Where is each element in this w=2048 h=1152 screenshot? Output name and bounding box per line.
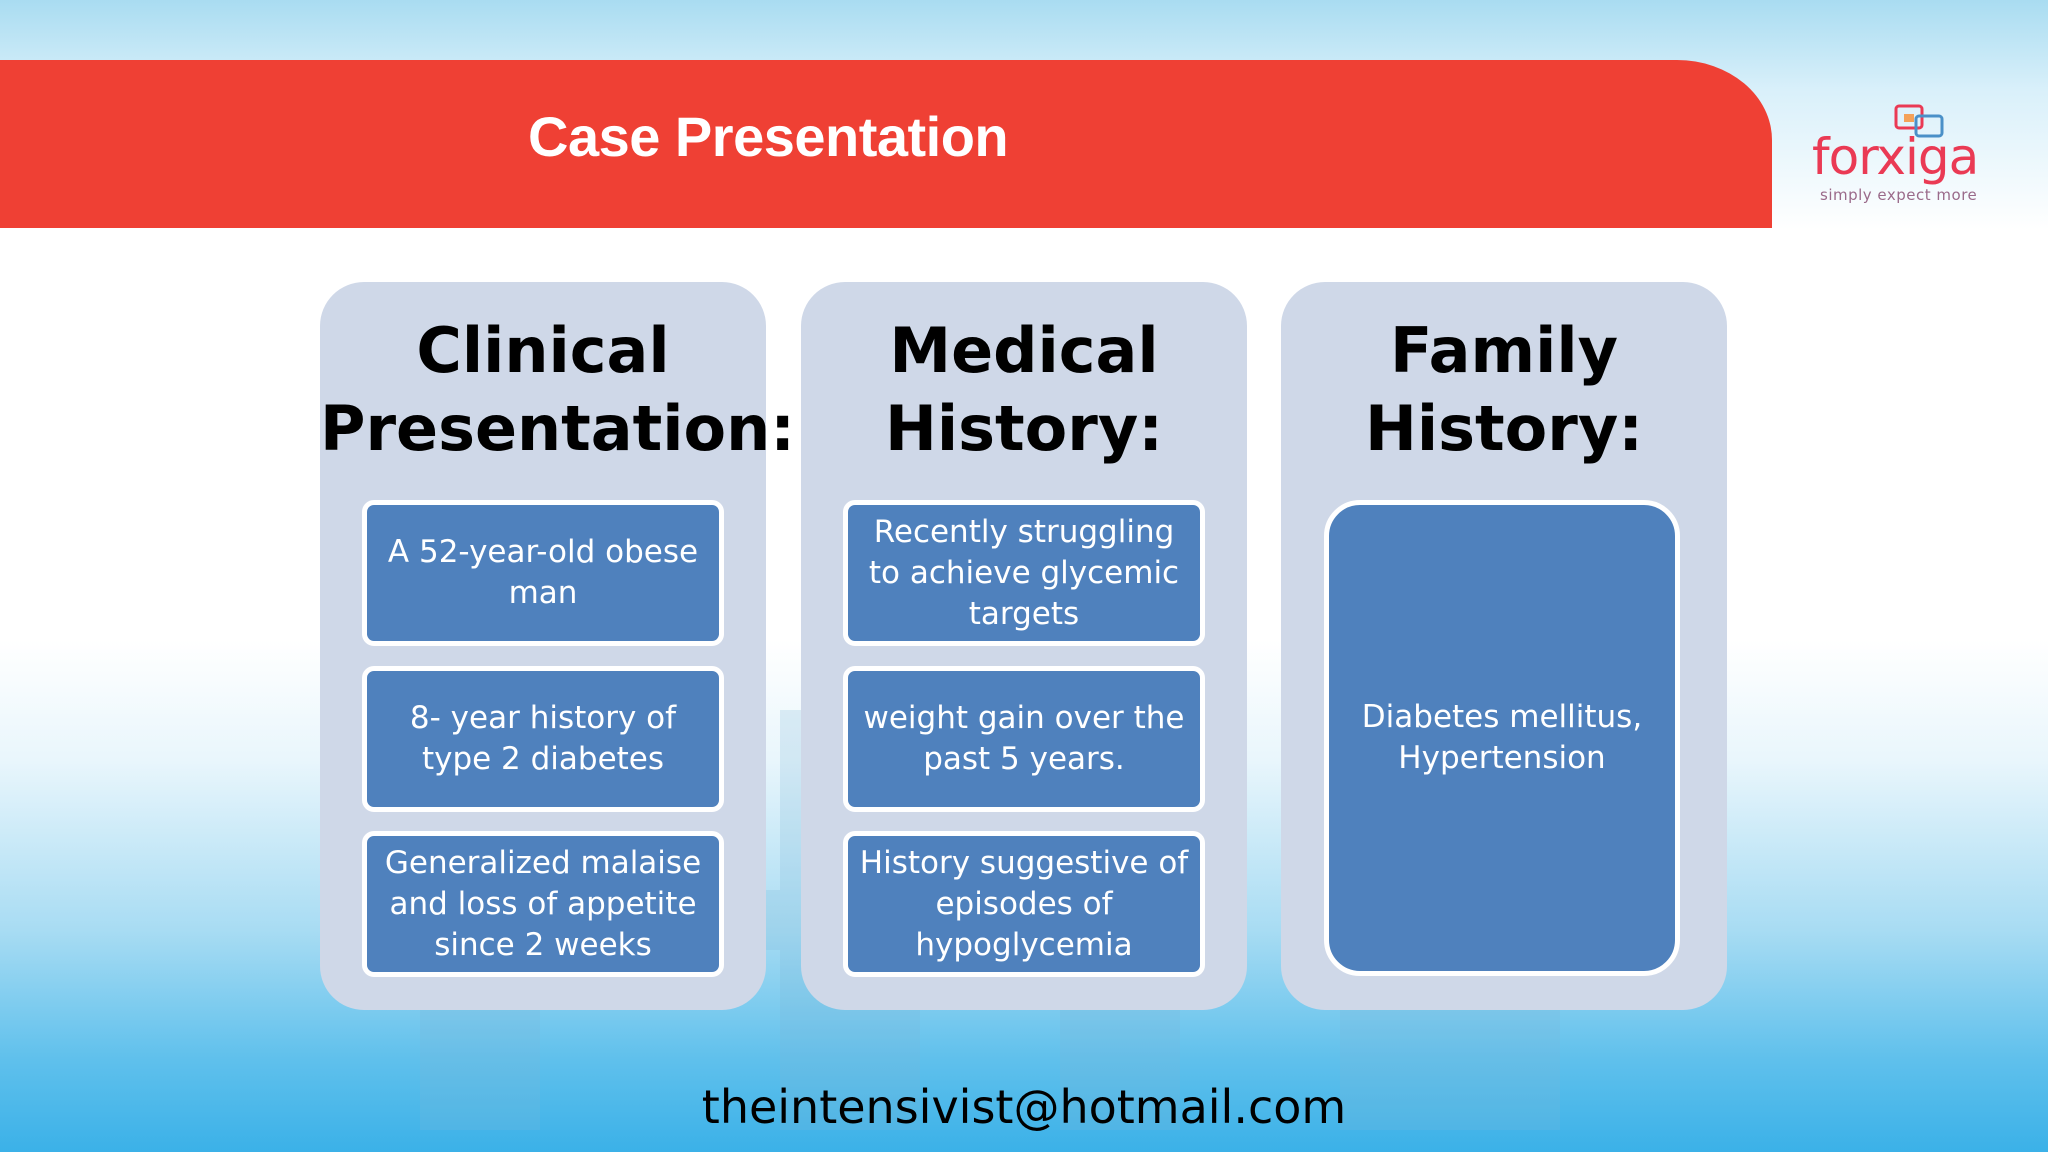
logo-tagline: simply expect more <box>1820 186 1978 204</box>
column-heading: Clinical Presentation: <box>320 314 796 465</box>
card-text: A 52-year-old obese man <box>387 534 699 611</box>
info-card: Generalized malaise and loss of appetite… <box>362 831 724 977</box>
info-card: Diabetes mellitus, Hypertension <box>1324 500 1680 976</box>
info-card: History suggestive of episodes of hypogl… <box>843 831 1205 977</box>
info-card: A 52-year-old obese man <box>362 500 724 646</box>
forxiga-logo-icon <box>1894 104 1944 138</box>
info-card: weight gain over the past 5 years. <box>843 666 1205 812</box>
card-text: Recently struggling to achieve glycemic … <box>868 513 1180 632</box>
clinical-presentation-column: Clinical Presentation: A 52-year-old obe… <box>320 282 796 1010</box>
family-history-column: Family History: Diabetes mellitus, Hyper… <box>1281 282 1727 1010</box>
card-text: 8- year history of type 2 diabetes <box>409 700 677 777</box>
info-card: Recently struggling to achieve glycemic … <box>843 500 1205 646</box>
card-text: Generalized malaise and loss of appetite… <box>384 844 702 963</box>
card-text: Diabetes mellitus, Hypertension <box>1361 699 1643 776</box>
column-heading: Family History: <box>1364 314 1644 465</box>
slide-title: Case Presentation <box>528 105 1009 168</box>
card-text: weight gain over the past 5 years. <box>863 700 1185 777</box>
medical-history-column: Medical History: Recently struggling to … <box>801 282 1247 1010</box>
info-card: 8- year history of type 2 diabetes <box>362 666 724 812</box>
column-heading: Medical History: <box>884 314 1164 465</box>
logo-wordmark: forxiga <box>1812 128 1979 186</box>
footer-email: theintensivist@hotmail.com <box>701 1080 1347 1134</box>
title-bar <box>0 60 1772 228</box>
card-text: History suggestive of episodes of hypogl… <box>859 844 1189 963</box>
